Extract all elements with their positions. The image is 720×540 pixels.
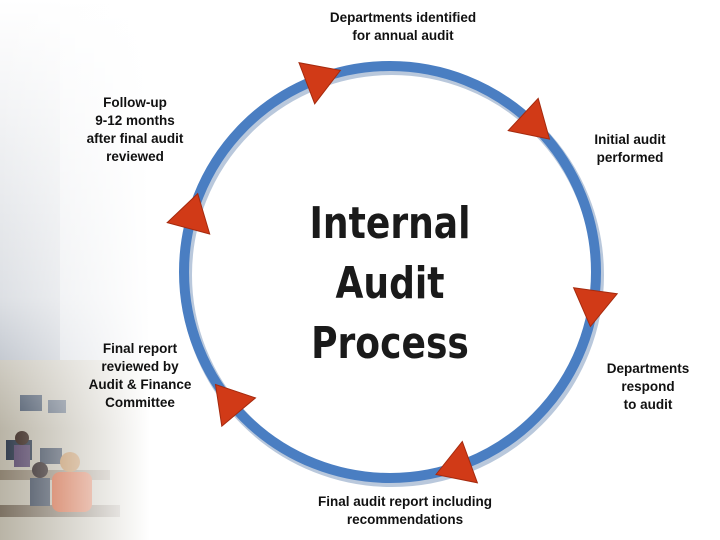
step-label-line: performed — [596, 150, 664, 165]
step-label-line: after final audit — [86, 131, 184, 146]
diagram-title-line-2: Process — [311, 318, 469, 369]
cycle-arrow-icon — [214, 383, 257, 428]
step-label-line: Follow-up — [103, 95, 167, 110]
step-label-line: Committee — [105, 395, 175, 410]
step-label-line: Departments — [606, 361, 690, 376]
step-label-line: Final audit report including — [318, 494, 492, 509]
step-label-line: recommendations — [346, 512, 464, 527]
step-label-line: 9-12 months — [95, 113, 175, 128]
step-label-line: for annual audit — [352, 28, 454, 43]
step-initial-audit: Initial audit performed — [580, 131, 680, 167]
step-label-line: respond — [621, 379, 675, 394]
cycle-arrow-icon — [572, 287, 619, 328]
step-label-line: reviewed by — [101, 359, 179, 374]
step-final-report-reviewed: Final report reviewed by Audit & Finance… — [80, 340, 200, 412]
step-departments-respond: Departments respond to audit — [593, 360, 703, 414]
diagram-title: Internal Audit Process — [267, 194, 513, 374]
step-label-line: to audit — [623, 397, 673, 412]
step-follow-up: Follow-up 9-12 months after final audit … — [80, 94, 190, 166]
cycle-arrow-icon — [166, 192, 211, 235]
cycle-arrow-icon — [298, 62, 342, 105]
step-label-line: Initial audit — [594, 132, 666, 147]
cycle-arrow-icon — [435, 440, 479, 484]
classroom-photo — [0, 0, 150, 540]
step-label-line: reviewed — [106, 149, 164, 164]
cycle-arrow-icon — [507, 97, 551, 140]
step-final-audit-report: Final audit report including recommendat… — [305, 493, 505, 529]
diagram-title-line-1: Internal Audit — [309, 198, 471, 309]
cycle-ring — [179, 61, 601, 483]
step-label-line: Departments identified — [329, 10, 477, 25]
step-label-line: Final report — [102, 341, 178, 356]
step-label-line: Audit & Finance — [88, 377, 192, 392]
step-departments-identified: Departments identified for annual audit — [318, 9, 488, 45]
